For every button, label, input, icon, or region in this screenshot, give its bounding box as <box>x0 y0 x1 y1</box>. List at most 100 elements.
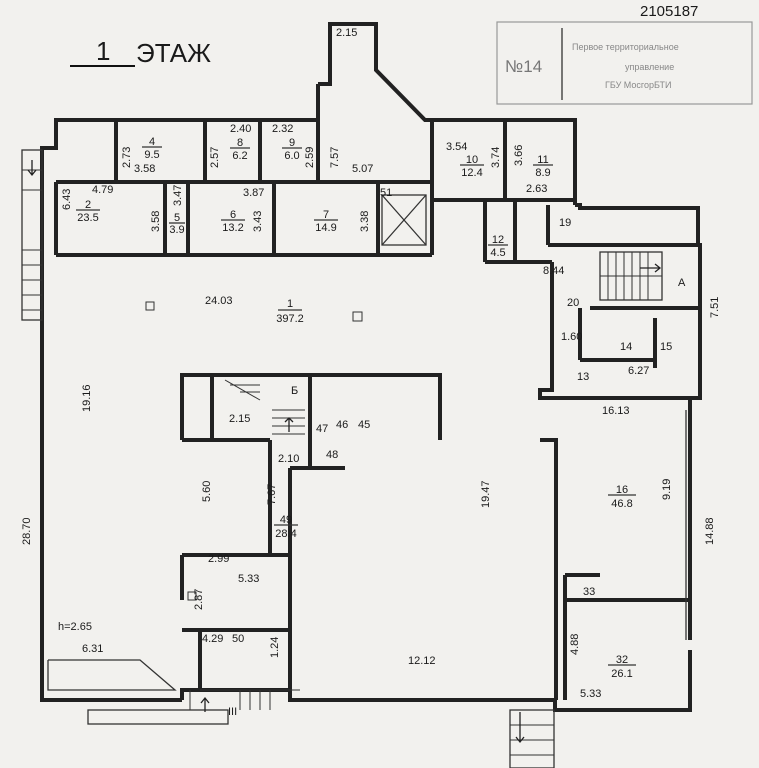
room-area: 9.5 <box>144 149 159 161</box>
dimension: 7.67 <box>266 484 278 505</box>
room-number: 2 <box>85 199 91 211</box>
room-number: 49 <box>280 514 292 526</box>
room-tag: III <box>228 706 237 718</box>
room-tag: 45 <box>358 419 370 431</box>
arrow-icon <box>515 712 525 744</box>
floor-title: ЭТАЖ <box>136 38 211 68</box>
room-tag: 20 <box>567 297 579 309</box>
room-area: 8.9 <box>535 167 550 179</box>
room-tag: 19 <box>559 217 571 229</box>
room-tag: 46 <box>336 419 348 431</box>
room-area: 13.2 <box>222 222 243 234</box>
dimension: 2.99 <box>208 553 229 565</box>
document-number: 2105187 <box>640 3 698 20</box>
dimension: 19.16 <box>81 384 93 412</box>
dimension: 3.87 <box>243 187 264 199</box>
dimension: 4.79 <box>92 184 113 196</box>
dimension: 5.60 <box>201 481 213 502</box>
room-tag: 13 <box>577 371 589 383</box>
room-number: 4 <box>149 136 155 148</box>
room-area: 6.0 <box>284 150 299 162</box>
arrow-icon <box>640 263 662 273</box>
dimension: 7.51 <box>709 297 721 318</box>
dimension: 7.57 <box>329 147 341 168</box>
dimension: 2.32 <box>272 123 293 135</box>
staircase-a <box>599 251 663 301</box>
stamp-line-3: ГБУ МосгорБТИ <box>605 80 671 90</box>
dimension: 3.38 <box>359 211 371 232</box>
room-number: 9 <box>289 137 295 149</box>
interior-walls <box>54 120 700 700</box>
dimension: 3.47 <box>172 185 184 206</box>
dimension: 3.66 <box>513 145 525 166</box>
room-number: 7 <box>323 209 329 221</box>
dimension: 14.88 <box>704 517 716 545</box>
dimension: 2.87 <box>193 589 205 610</box>
room-labels: 1 397.2 2 23.5 4 9.5 5 3.9 6 13.2 7 14.9… <box>76 136 636 680</box>
room-number: 8 <box>237 137 243 149</box>
dimension: 2.15 <box>229 413 250 425</box>
stamp-line-1: Первое территориальное <box>572 42 679 52</box>
dimension: 2.63 <box>526 183 547 195</box>
dimension: 9.19 <box>661 479 673 500</box>
room-tag: А <box>678 277 686 289</box>
dimension: 19.47 <box>480 480 492 508</box>
dimension: 3.74 <box>490 147 502 168</box>
stamp-line-2: управление <box>625 62 674 72</box>
dimension: 4.88 <box>569 634 581 655</box>
dimension: 5.33 <box>580 688 601 700</box>
dimension: 3.54 <box>446 141 467 153</box>
room-tag: Б <box>291 385 298 397</box>
room-number: 11 <box>537 154 548 166</box>
arrow-icon <box>284 417 294 432</box>
dimension: 2.15 <box>336 27 357 39</box>
room-area: 12.4 <box>461 167 482 179</box>
dimension: 1.24 <box>269 637 281 658</box>
dimension: 1.60 <box>561 331 582 343</box>
room-area: 28.4 <box>275 528 296 540</box>
floor-number: 1 <box>96 36 110 66</box>
dimension: 6.31 <box>82 643 103 655</box>
room-area: 14.9 <box>315 222 336 234</box>
dimension: 28.70 <box>21 517 33 545</box>
dimension-labels: 2.15 2.73 3.58 2.40 2.57 2.32 2.59 7.57 … <box>21 27 721 700</box>
dimension: 24.03 <box>205 295 233 307</box>
room-tag: 14 <box>620 341 632 353</box>
room-number: 32 <box>616 654 628 666</box>
dimension: 2.10 <box>278 453 299 465</box>
dimension: 8.44 <box>543 265 564 277</box>
room-area: 3.9 <box>169 224 184 236</box>
dimension: 3.58 <box>150 211 162 232</box>
dimension: 2.59 <box>304 147 316 168</box>
ramp <box>47 659 177 691</box>
room-number: 1 <box>287 298 293 310</box>
dimension: 3.58 <box>134 163 155 175</box>
column <box>145 301 155 311</box>
column <box>352 311 363 322</box>
room-area: 26.1 <box>611 668 632 680</box>
dimension: 6.27 <box>628 365 649 377</box>
dimension: 12.12 <box>408 655 436 667</box>
room-tags: 13 14 15 19 20 33 45 46 47 48 50 51 А Б … <box>228 187 686 718</box>
elevator-shaft <box>381 194 427 246</box>
dimension: 4.29 <box>202 633 223 645</box>
room-tag: 33 <box>583 586 595 598</box>
staircase-bottom <box>87 689 555 768</box>
arrow-icon <box>27 160 37 177</box>
bti-stamp: №14 Первое территориальное управление ГБ… <box>496 21 753 105</box>
arrow-icon <box>200 696 210 712</box>
room-tag: 51 <box>380 187 392 199</box>
room-tag: 15 <box>660 341 672 353</box>
room-area: 4.5 <box>490 247 505 259</box>
room-tag: 47 <box>316 423 328 435</box>
room-tag: 50 <box>232 633 244 645</box>
dimension: 2.40 <box>230 123 251 135</box>
dimension: 5.07 <box>352 163 373 175</box>
room-number: 10 <box>466 154 478 166</box>
dimension: 5.33 <box>238 573 259 585</box>
room-number: 6 <box>230 209 236 221</box>
dimension: 3.43 <box>252 211 264 232</box>
room-area: 23.5 <box>77 212 98 224</box>
ceiling-height: h=2.65 <box>58 621 92 633</box>
room-area: 6.2 <box>232 150 247 162</box>
